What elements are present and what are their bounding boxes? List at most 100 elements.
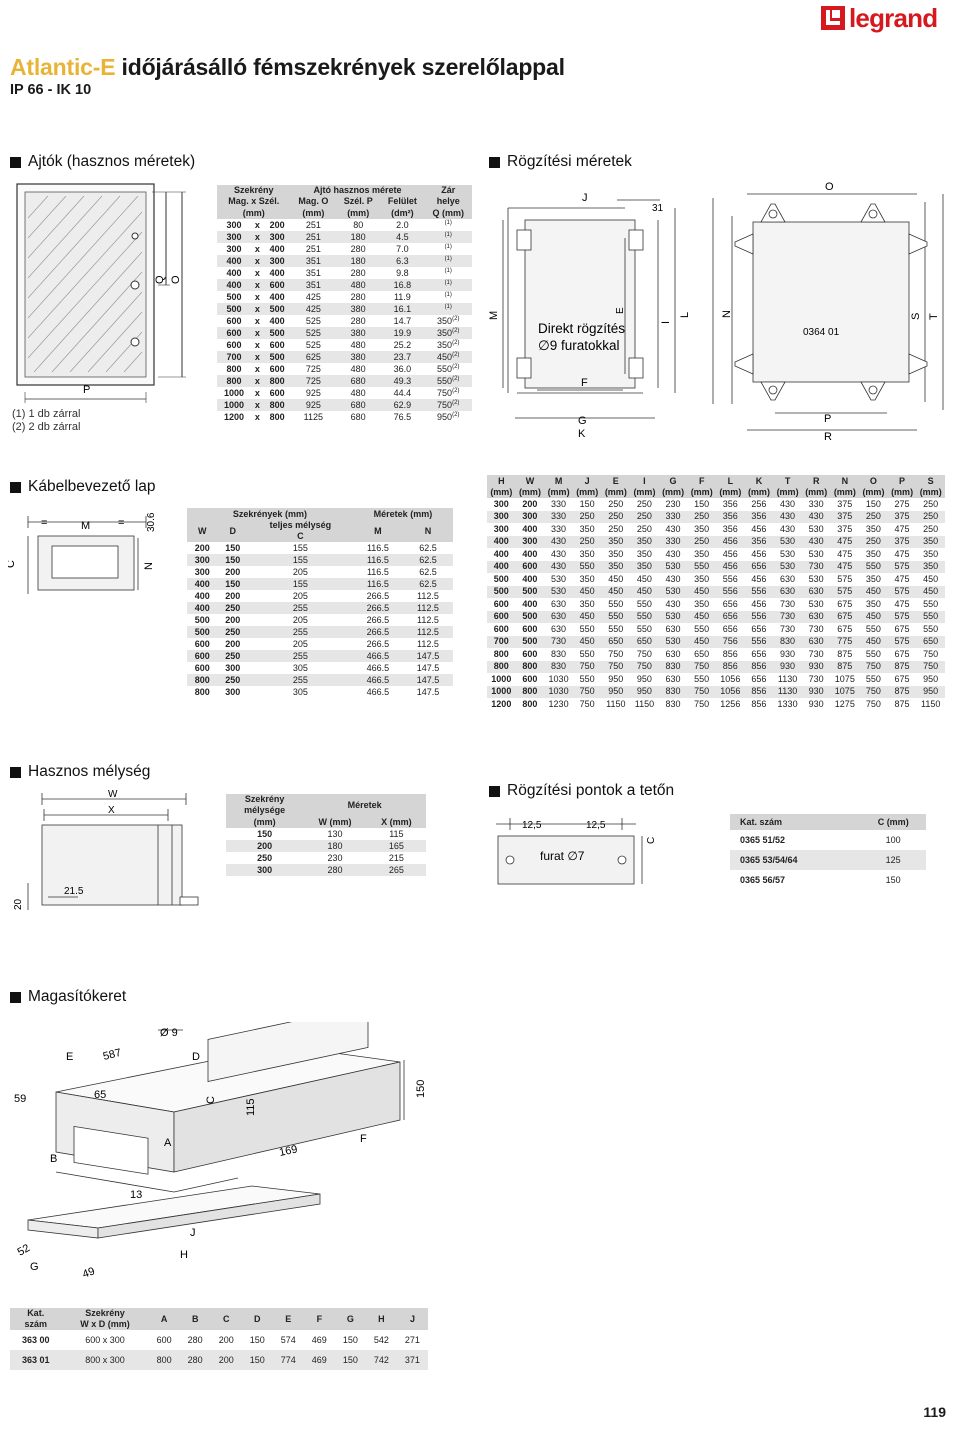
fix-dim-i: I <box>660 321 672 324</box>
fix-dim-31: 31 <box>652 203 664 214</box>
raise-dim-b: B <box>50 1153 57 1165</box>
fix-dim-f: F <box>581 377 588 389</box>
raise-dim-d: D <box>192 1051 200 1063</box>
raise-dim-f: F <box>360 1133 367 1145</box>
raise-dim-587: 587 <box>102 1047 123 1063</box>
raise-dim-169: 169 <box>278 1143 298 1159</box>
fix-dim-j: J <box>582 192 588 204</box>
cable-plate-diagram: C = M = 30.6 N <box>8 512 157 594</box>
section-raise-heading: Magasítókeret <box>10 988 126 1006</box>
depth-dim-215: 21.5 <box>64 886 84 897</box>
fix-dim-t: T <box>928 313 940 320</box>
dim-o-label: O <box>170 275 182 284</box>
section-fixing-heading: Rögzítési méretek <box>489 153 632 171</box>
section-roof-heading: Rögzítési pontok a tetőn <box>489 782 674 800</box>
cable-dim-c: C <box>8 560 17 568</box>
legrand-logo: legrand <box>820 2 938 34</box>
fix-dim-r: R <box>824 431 832 440</box>
depth-dim-w: W <box>108 789 118 800</box>
legrand-mark-icon <box>821 6 845 30</box>
doors-footnotes: (1) 1 db zárral(2) 2 db zárral <box>12 408 81 433</box>
bullet-square-icon <box>489 785 500 797</box>
raise-dim-13: 13 <box>130 1189 142 1201</box>
fix-dim-m: M <box>488 311 500 320</box>
roof-hole-label: furat ∅7 <box>540 849 585 863</box>
raise-dim-49: 49 <box>81 1265 97 1280</box>
dim-p-label: P <box>83 384 90 396</box>
cable-dim-eq-left: = <box>41 517 47 529</box>
fix-dim-e: E <box>615 307 626 314</box>
roof-dim-a: 12,5 <box>522 820 542 831</box>
fix-text-direct: Direkt rögzítés <box>538 321 625 336</box>
door-diagram: P Q O <box>16 183 186 403</box>
raise-dim-a: A <box>164 1137 172 1149</box>
section-doors-heading: Ajtók (hasznos méretek) <box>10 153 195 171</box>
section-cable-heading: Kábelbevezető lap <box>10 478 156 496</box>
roof-diagram: 12,5 12,5 C furat ∅7 <box>496 818 657 885</box>
bullet-square-icon <box>10 481 21 493</box>
cable-dim-306: 30.6 <box>146 512 157 532</box>
dim-q-label: Q <box>154 275 166 284</box>
fix-dim-l: L <box>679 312 691 318</box>
roof-dim-c: C <box>646 837 657 844</box>
raise-dim-e: E <box>66 1051 73 1063</box>
raise-dim-52: 52 <box>16 1242 33 1259</box>
raise-dim-115: 115 <box>245 1098 257 1116</box>
raise-dim-59: 59 <box>14 1093 26 1105</box>
raise-dim-g: G <box>30 1261 39 1273</box>
cable-dim-m: M <box>81 520 90 532</box>
depth-diagram: W X 20 21.5 <box>13 789 199 910</box>
raise-frame-diagram: Ø 9 E 587 D 59 65 C 115 150 B A 169 F 13… <box>14 1022 427 1281</box>
depth-dim-20: 20 <box>13 898 24 910</box>
fix-dim-o: O <box>825 181 834 193</box>
raise-dim-65: 65 <box>94 1089 106 1101</box>
